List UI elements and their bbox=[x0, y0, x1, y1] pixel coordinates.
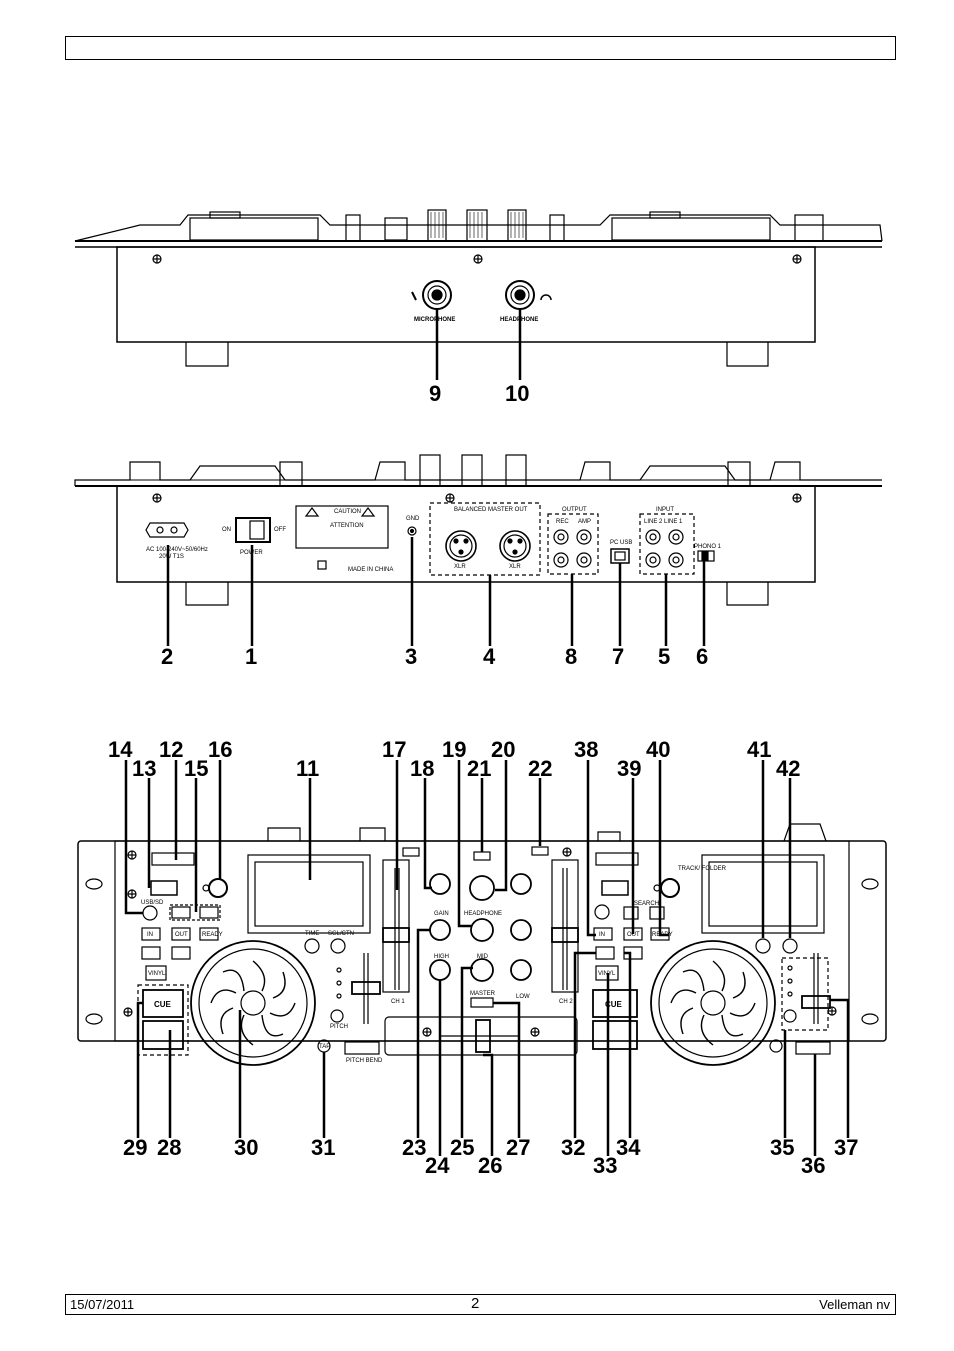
callout-20: 20 bbox=[491, 737, 515, 762]
off-label: OFF bbox=[274, 527, 286, 533]
callout-9: 9 bbox=[429, 381, 441, 406]
ch1-label: CH 1 bbox=[391, 999, 405, 1005]
ch2-label: CH 2 bbox=[559, 999, 573, 1005]
made-in-label: MADE IN CHINA bbox=[348, 567, 393, 573]
callout-34: 34 bbox=[616, 1135, 641, 1160]
callout-15: 15 bbox=[184, 756, 208, 781]
pc-usb-label: PC USB bbox=[610, 540, 632, 546]
callout-26: 26 bbox=[478, 1153, 502, 1178]
pitch-label: PITCH bbox=[330, 1024, 348, 1030]
footer-frame: 15/07/2011 2 Velleman nv bbox=[65, 1294, 896, 1315]
balanced-label: BALANCED MASTER OUT bbox=[454, 507, 528, 513]
ac-label-2: 20W T1S bbox=[159, 554, 184, 560]
callout-29: 29 bbox=[123, 1135, 147, 1160]
callout-8: 8 bbox=[565, 644, 577, 669]
callout-27: 27 bbox=[506, 1135, 530, 1160]
xlr-right-label: XLR bbox=[509, 564, 521, 570]
footer-date: 15/07/2011 bbox=[70, 1297, 135, 1312]
usb-sd-label: USB/SD bbox=[141, 900, 164, 906]
search-label: SEARCH bbox=[634, 901, 659, 907]
out-label-right: OUT bbox=[627, 932, 640, 938]
ready-label-right: READY bbox=[652, 932, 673, 938]
callout-33: 33 bbox=[593, 1153, 617, 1178]
callout-37: 37 bbox=[834, 1135, 858, 1160]
mid-label: MID bbox=[477, 954, 489, 960]
callout-38: 38 bbox=[574, 737, 598, 762]
callout-41: 41 bbox=[747, 737, 771, 762]
xlr-left-label: XLR bbox=[454, 564, 466, 570]
low-label: LOW bbox=[516, 994, 530, 1000]
callout-4: 4 bbox=[483, 644, 496, 669]
device-illustrations: MICROPHONE HEADPHONE 9 10 bbox=[74, 209, 887, 1178]
cue-label-left: CUE bbox=[154, 1000, 172, 1009]
callout-7: 7 bbox=[612, 644, 624, 669]
callout-14: 14 bbox=[108, 737, 133, 762]
cue-label-right: CUE bbox=[605, 1000, 623, 1009]
tap-label: TAP bbox=[319, 1044, 330, 1050]
callout-42: 42 bbox=[776, 756, 800, 781]
caution-label: CAUTION bbox=[334, 509, 361, 515]
callout-31: 31 bbox=[311, 1135, 335, 1160]
callout-5: 5 bbox=[658, 644, 670, 669]
sgl-ctn-label: SGL/CTN bbox=[328, 931, 354, 937]
master-label: MASTER bbox=[470, 991, 496, 997]
rear-panel-figure bbox=[74, 454, 882, 646]
callout-35: 35 bbox=[770, 1135, 794, 1160]
callout-18: 18 bbox=[410, 756, 434, 781]
callout-30: 30 bbox=[234, 1135, 258, 1160]
callout-13: 13 bbox=[132, 756, 156, 781]
callout-2: 2 bbox=[161, 644, 173, 669]
top-panel-figure bbox=[77, 760, 887, 1156]
attention-label: ATTENTION bbox=[330, 523, 364, 529]
time-label: TIME bbox=[305, 931, 319, 937]
callout-6: 6 bbox=[696, 644, 708, 669]
callout-39: 39 bbox=[617, 756, 641, 781]
power-label: POWER bbox=[240, 550, 263, 556]
high-label: HIGH bbox=[434, 954, 449, 960]
gain-label: GAIN bbox=[434, 911, 449, 917]
gnd-label: GND bbox=[406, 516, 420, 522]
callout-40: 40 bbox=[646, 737, 670, 762]
ac-label-1: AC 100-240V~50/60Hz bbox=[146, 547, 208, 553]
out-label-left: OUT bbox=[175, 932, 188, 938]
callout-36: 36 bbox=[801, 1153, 825, 1178]
input-label: INPUT bbox=[656, 507, 674, 513]
callout-19: 19 bbox=[442, 737, 466, 762]
callout-12: 12 bbox=[159, 737, 183, 762]
track-folder-label: TRACK/ FOLDER bbox=[678, 866, 727, 872]
on-label: ON bbox=[222, 527, 231, 533]
callout-22: 22 bbox=[528, 756, 552, 781]
headphone-label: HEADPHONE bbox=[500, 317, 538, 323]
microphone-label: MICROPHONE bbox=[414, 317, 455, 323]
callout-25: 25 bbox=[450, 1135, 474, 1160]
callout-24: 24 bbox=[425, 1153, 450, 1178]
callout-28: 28 bbox=[157, 1135, 181, 1160]
in-label-left: IN bbox=[147, 932, 153, 938]
rec-label: REC bbox=[556, 519, 569, 525]
callout-23: 23 bbox=[402, 1135, 426, 1160]
line1-label: LINE 1 bbox=[664, 519, 683, 525]
output-label: OUTPUT bbox=[562, 507, 587, 513]
callout-1: 1 bbox=[245, 644, 257, 669]
callout-32: 32 bbox=[561, 1135, 585, 1160]
callout-10: 10 bbox=[505, 381, 529, 406]
callout-11: 11 bbox=[296, 756, 319, 781]
phono1-label: PHONO 1 bbox=[694, 544, 722, 550]
vinyl-label-right: VINYL bbox=[598, 971, 616, 977]
ready-label-left: READY bbox=[202, 932, 223, 938]
amp-label: AMP bbox=[578, 519, 591, 525]
headphone-knob-label: HEADPHONE bbox=[464, 911, 502, 917]
callout-3: 3 bbox=[405, 644, 417, 669]
line2-label: LINE 2 bbox=[644, 519, 663, 525]
pitch-bend-label: PITCH BEND bbox=[346, 1058, 383, 1064]
callout-21: 21 bbox=[467, 756, 491, 781]
callout-16: 16 bbox=[208, 737, 232, 762]
front-panel-figure bbox=[74, 209, 883, 380]
footer-company: Velleman nv bbox=[819, 1297, 890, 1312]
footer-page-number: 2 bbox=[471, 1295, 480, 1312]
callout-17: 17 bbox=[382, 737, 406, 762]
in-label-right: IN bbox=[599, 932, 605, 938]
header-frame bbox=[65, 36, 896, 60]
vinyl-label-left: VINYL bbox=[148, 971, 166, 977]
